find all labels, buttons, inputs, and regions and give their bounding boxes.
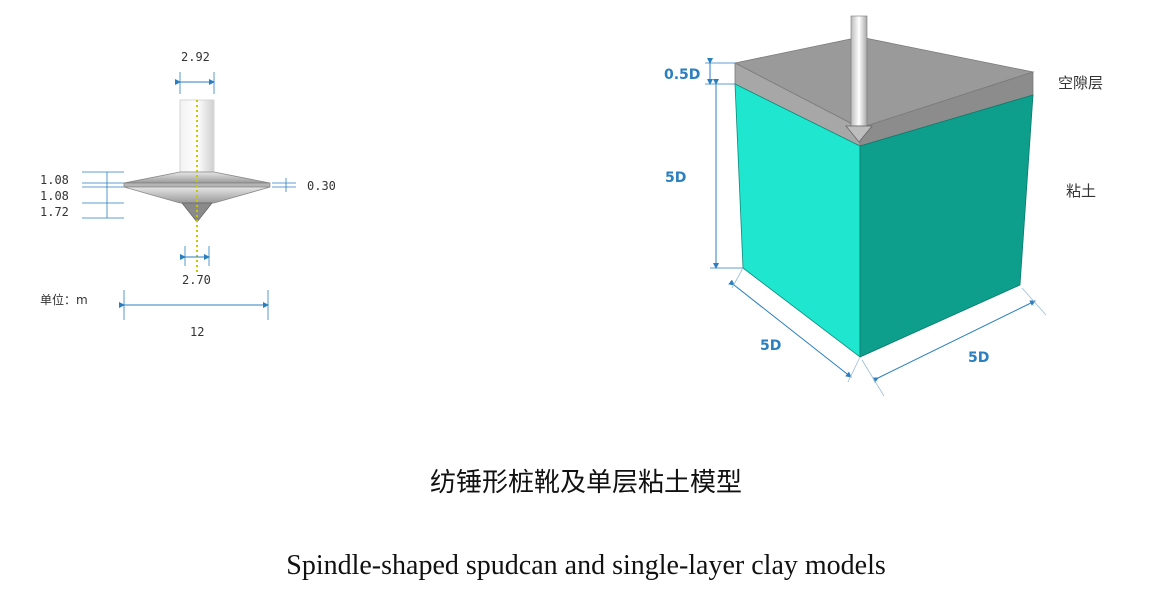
- clay-right-face: [859, 94, 1034, 358]
- dim-h1-label: 1.08: [40, 173, 69, 187]
- spudcan-tip: [181, 202, 213, 223]
- dim-width-right-ext2: [1021, 287, 1047, 316]
- spudcan-drawing: 2.92 1.08 1.08 1.72 0.30 2.70 单位：m 12: [40, 50, 336, 339]
- pile-tip: [845, 125, 873, 143]
- caption-english: Spindle-shaped spudcan and single-layer …: [286, 550, 886, 581]
- dim-width-right-line: [872, 300, 1036, 383]
- dim-width-left-line: [728, 279, 852, 378]
- dim-top-width-label: 2.92: [181, 50, 210, 64]
- dim-diameter-label: 12: [190, 325, 204, 339]
- dim-width-left-label: 5D: [760, 338, 781, 354]
- dim-width-right-label: 5D: [968, 350, 989, 366]
- dim-h3-label: 1.72: [40, 205, 69, 219]
- unit-label: 单位：m: [40, 292, 88, 307]
- void-layer-label: 空隙层: [1058, 74, 1103, 92]
- dim-width-right-ext1: [861, 359, 885, 397]
- dim-width-left-ext1: [731, 267, 744, 289]
- caption-chinese: 纺锤形桩靴及单层粘土模型: [429, 468, 742, 498]
- dim-h2-label: 1.08: [40, 189, 69, 203]
- dim-left-stack: [82, 171, 124, 219]
- dim-edge-label: 0.30: [307, 179, 336, 193]
- clay-layer-label: 粘土: [1066, 182, 1096, 200]
- dim-depth-label: 5D: [665, 170, 686, 186]
- dim-width-left-ext2: [847, 356, 861, 383]
- dim-tip-width-label: 2.70: [182, 273, 211, 287]
- pile-shaft: [850, 15, 868, 127]
- dim-void-label: 0.5D: [664, 67, 700, 83]
- soil-block-drawing: 0.5D 5D 5D 5D 空隙层 粘土: [664, 15, 1103, 397]
